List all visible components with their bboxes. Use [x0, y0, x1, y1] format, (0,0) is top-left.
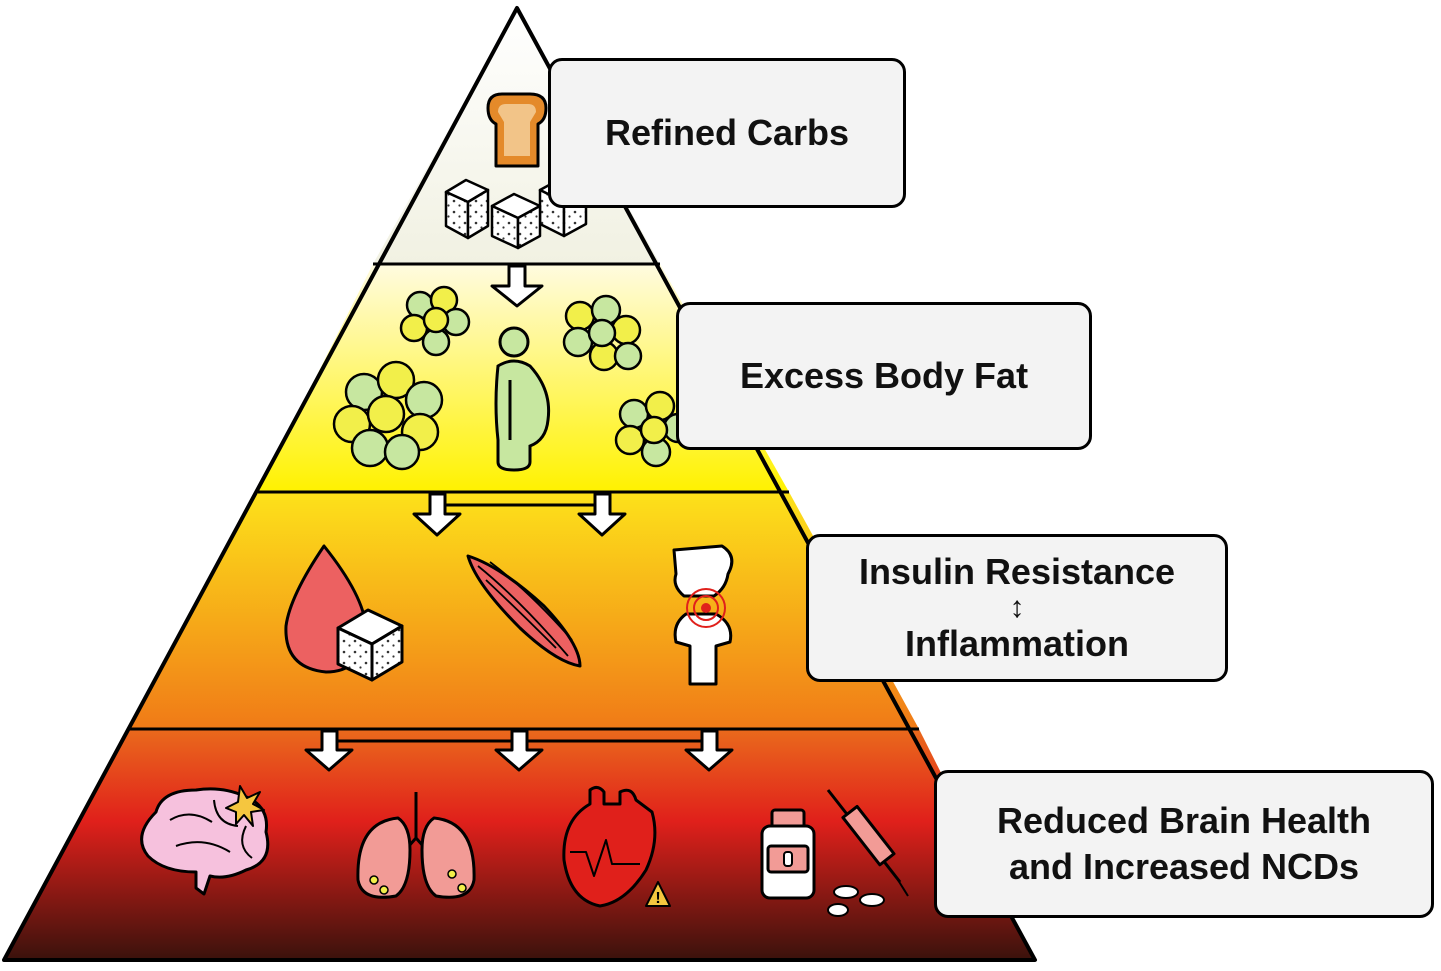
fat-cell-icon [332, 360, 444, 471]
lungs-icon [356, 792, 476, 899]
inflamed-joint-icon [672, 544, 734, 686]
heart-warning-icon: ! [562, 785, 671, 908]
down-arrow-icon [577, 492, 627, 537]
down-arrow-icon [490, 264, 544, 308]
branch-connector [335, 731, 702, 743]
muscle-icon [466, 554, 582, 668]
down-arrow-icon [494, 729, 544, 772]
down-arrow-icon [684, 729, 734, 772]
brain-icon [140, 785, 270, 896]
bread-icon [486, 92, 548, 168]
tier-4-band [4, 729, 1035, 960]
fat-cell-icon [562, 294, 643, 372]
label-insulin-resistance-inflammation: Insulin Resistance ↕ Inflammation [806, 534, 1228, 682]
pyramid-outline [2, 6, 1037, 962]
label-refined-carbs: Refined Carbs [548, 58, 906, 208]
fat-cell-icon [399, 285, 471, 357]
flow-arrows [304, 264, 734, 772]
label-text: Refined Carbs [604, 111, 850, 153]
label-text-top: Insulin Resistance [858, 550, 1176, 592]
label-reduced-brain-health: Reduced Brain Health and Increased NCDs [934, 770, 1434, 918]
medication-icon [760, 789, 909, 917]
label-text-bottom: Inflammation [904, 623, 1129, 664]
bidirectional-arrow-icon: ↕ [1009, 591, 1025, 624]
svg-text:!: ! [655, 890, 660, 907]
label-text-line1: Reduced Brain Health [996, 799, 1372, 841]
overweight-person-icon [494, 326, 551, 472]
label-text: Excess Body Fat [739, 354, 1029, 396]
branch-connector [443, 494, 597, 507]
blood-sugar-icon [284, 544, 404, 682]
label-text-line2: and Increased NCDs [1008, 846, 1360, 887]
label-excess-body-fat: Excess Body Fat [676, 302, 1092, 450]
